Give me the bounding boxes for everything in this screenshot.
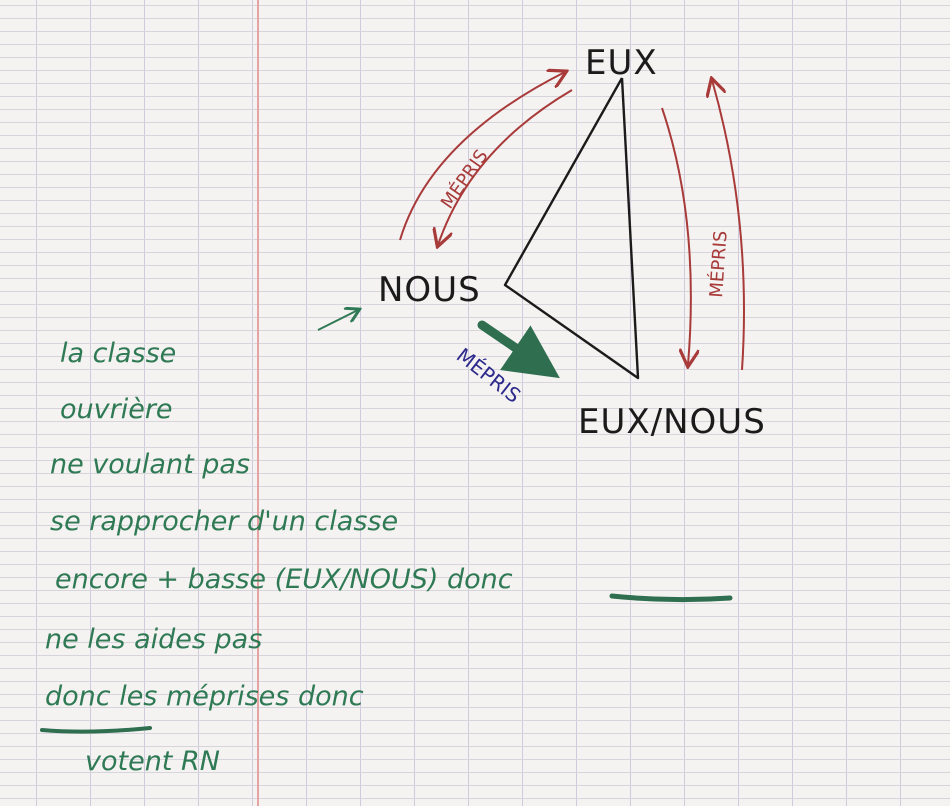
note-line-2: ouvrière: [60, 394, 173, 425]
note-line-7: donc les méprises donc: [45, 681, 364, 712]
label-mepris-left: MÉPRIS: [436, 145, 492, 213]
label-mepris-right: MÉPRIS: [705, 230, 732, 298]
green-arrow: [477, 320, 560, 379]
note-line-8: votent RN: [85, 746, 220, 777]
underline-donc-1: [609, 593, 733, 603]
note-line-6: ne les aides pas: [45, 624, 262, 655]
label-mepris-green: MÉPRIS: [452, 343, 525, 408]
note-line-1: la classe: [60, 338, 176, 369]
arrow-nous-to-eux: [399, 72, 565, 241]
small-green-pointer: [317, 310, 358, 331]
triangle-edges: [503, 77, 640, 380]
node-eux: EUX: [585, 43, 658, 83]
underline-donc-2: [40, 726, 152, 734]
arrow-eux-to-euxnous: [661, 107, 691, 365]
arrow-euxnous-to-eux: [712, 80, 745, 371]
note-line-3: ne voulant pas: [50, 449, 250, 480]
node-eux-nous: EUX/NOUS: [578, 402, 766, 442]
arrow-eux-to-nous: [438, 89, 573, 245]
note-line-4: se rapprocher d'un classe: [50, 506, 398, 537]
node-nous: NOUS: [378, 270, 481, 310]
note-line-5: encore + basse (EUX/NOUS) donc: [55, 564, 513, 595]
